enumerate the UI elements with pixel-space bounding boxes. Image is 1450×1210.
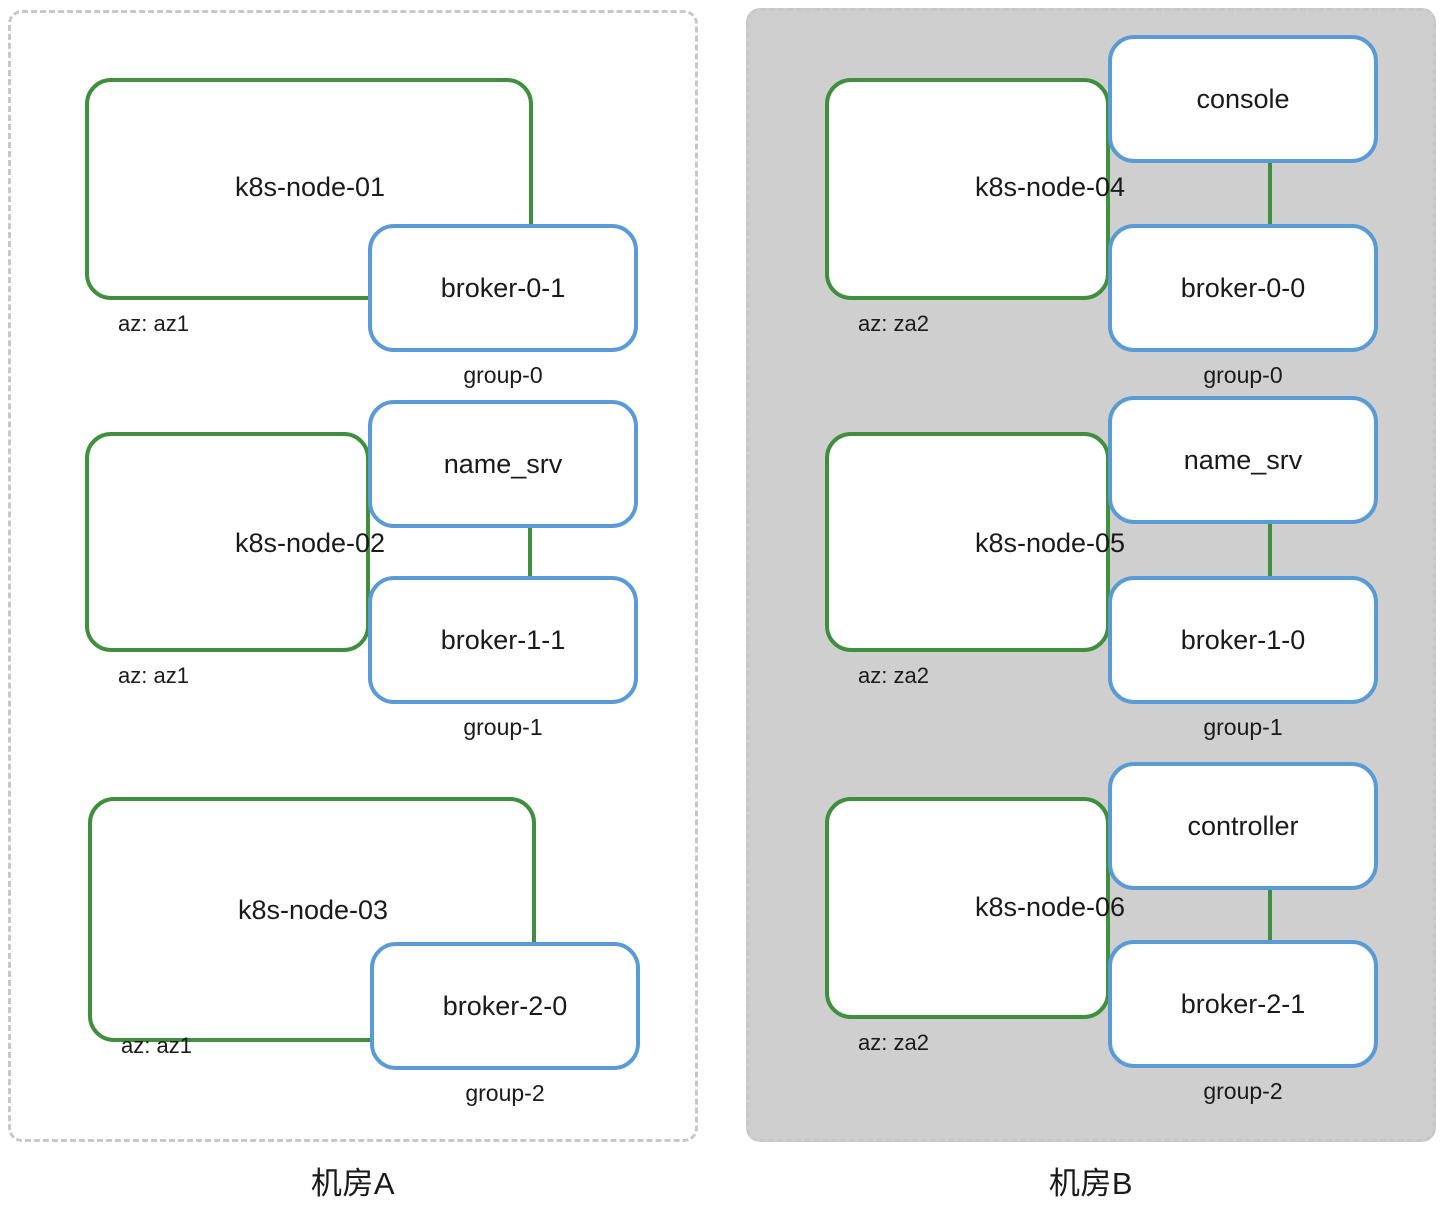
k8s-node-05-box [825, 432, 1110, 652]
k8s-node-03-az-label: az: az1 [121, 1033, 192, 1058]
pod-broker-0-1[interactable]: broker-0-1 [368, 224, 638, 352]
pod-name-srv-b[interactable]: name_srv [1108, 396, 1378, 524]
datacenter-a-caption: 机房A [310, 1166, 396, 1201]
k8s-node-06-label: k8s-node-06 [974, 892, 1126, 922]
connector-name-srv-broker-1-1 [528, 524, 532, 580]
k8s-node-05-az-label: az: za2 [858, 663, 929, 688]
k8s-node-06-az-label: az: za2 [858, 1030, 929, 1055]
pod-controller[interactable]: controller [1108, 762, 1378, 890]
pod-broker-1-0-label: broker-1-0 [1180, 624, 1306, 655]
group-label-broker-2-1: group-2 [1203, 1078, 1283, 1104]
pod-broker-1-1[interactable]: broker-1-1 [368, 576, 638, 704]
group-label-broker-0-0: group-0 [1203, 362, 1283, 388]
pod-broker-2-1[interactable]: broker-2-1 [1108, 940, 1378, 1068]
pod-broker-2-0-label: broker-2-0 [442, 990, 568, 1021]
k8s-node-04-az-label: az: za2 [858, 311, 929, 336]
pod-name-srv-a-label: name_srv [443, 448, 563, 479]
pod-broker-0-1-label: broker-0-1 [440, 272, 566, 303]
k8s-node-02-box [85, 432, 370, 652]
connector-controller-broker-2-1 [1268, 884, 1272, 946]
k8s-node-02-label: k8s-node-02 [234, 528, 386, 558]
group-label-broker-0-1: group-0 [463, 362, 543, 388]
group-label-broker-2-0: group-2 [465, 1080, 545, 1106]
k8s-node-01-label: k8s-node-01 [234, 172, 386, 202]
pod-broker-0-0-label: broker-0-0 [1180, 272, 1306, 303]
pod-broker-1-1-label: broker-1-1 [440, 624, 566, 655]
group-label-broker-1-1: group-1 [463, 714, 543, 740]
k8s-node-01-az-label: az: az1 [118, 311, 189, 336]
k8s-node-02-az-label: az: az1 [118, 663, 189, 688]
pod-broker-2-0[interactable]: broker-2-0 [370, 942, 640, 1070]
k8s-node-04-box [825, 78, 1110, 300]
k8s-node-03-label: k8s-node-03 [237, 895, 389, 925]
pod-broker-2-1-label: broker-2-1 [1180, 988, 1306, 1019]
pod-name-srv-b-label: name_srv [1183, 444, 1303, 475]
connector-name-srv-broker-1-0 [1268, 524, 1272, 580]
pod-broker-0-0[interactable]: broker-0-0 [1108, 224, 1378, 352]
connector-console-broker-0-0 [1268, 163, 1272, 228]
k8s-node-05-label: k8s-node-05 [974, 528, 1126, 558]
pod-controller-label: controller [1187, 810, 1299, 841]
group-label-broker-1-0: group-1 [1203, 714, 1283, 740]
pod-broker-1-0[interactable]: broker-1-0 [1108, 576, 1378, 704]
k8s-node-06-box [825, 797, 1110, 1019]
datacenter-b-caption: 机房B [1048, 1166, 1134, 1201]
k8s-node-04-label: k8s-node-04 [974, 172, 1126, 202]
pod-console[interactable]: console [1108, 35, 1378, 163]
pod-console-label: console [1196, 83, 1290, 114]
pod-name-srv-a[interactable]: name_srv [368, 400, 638, 528]
